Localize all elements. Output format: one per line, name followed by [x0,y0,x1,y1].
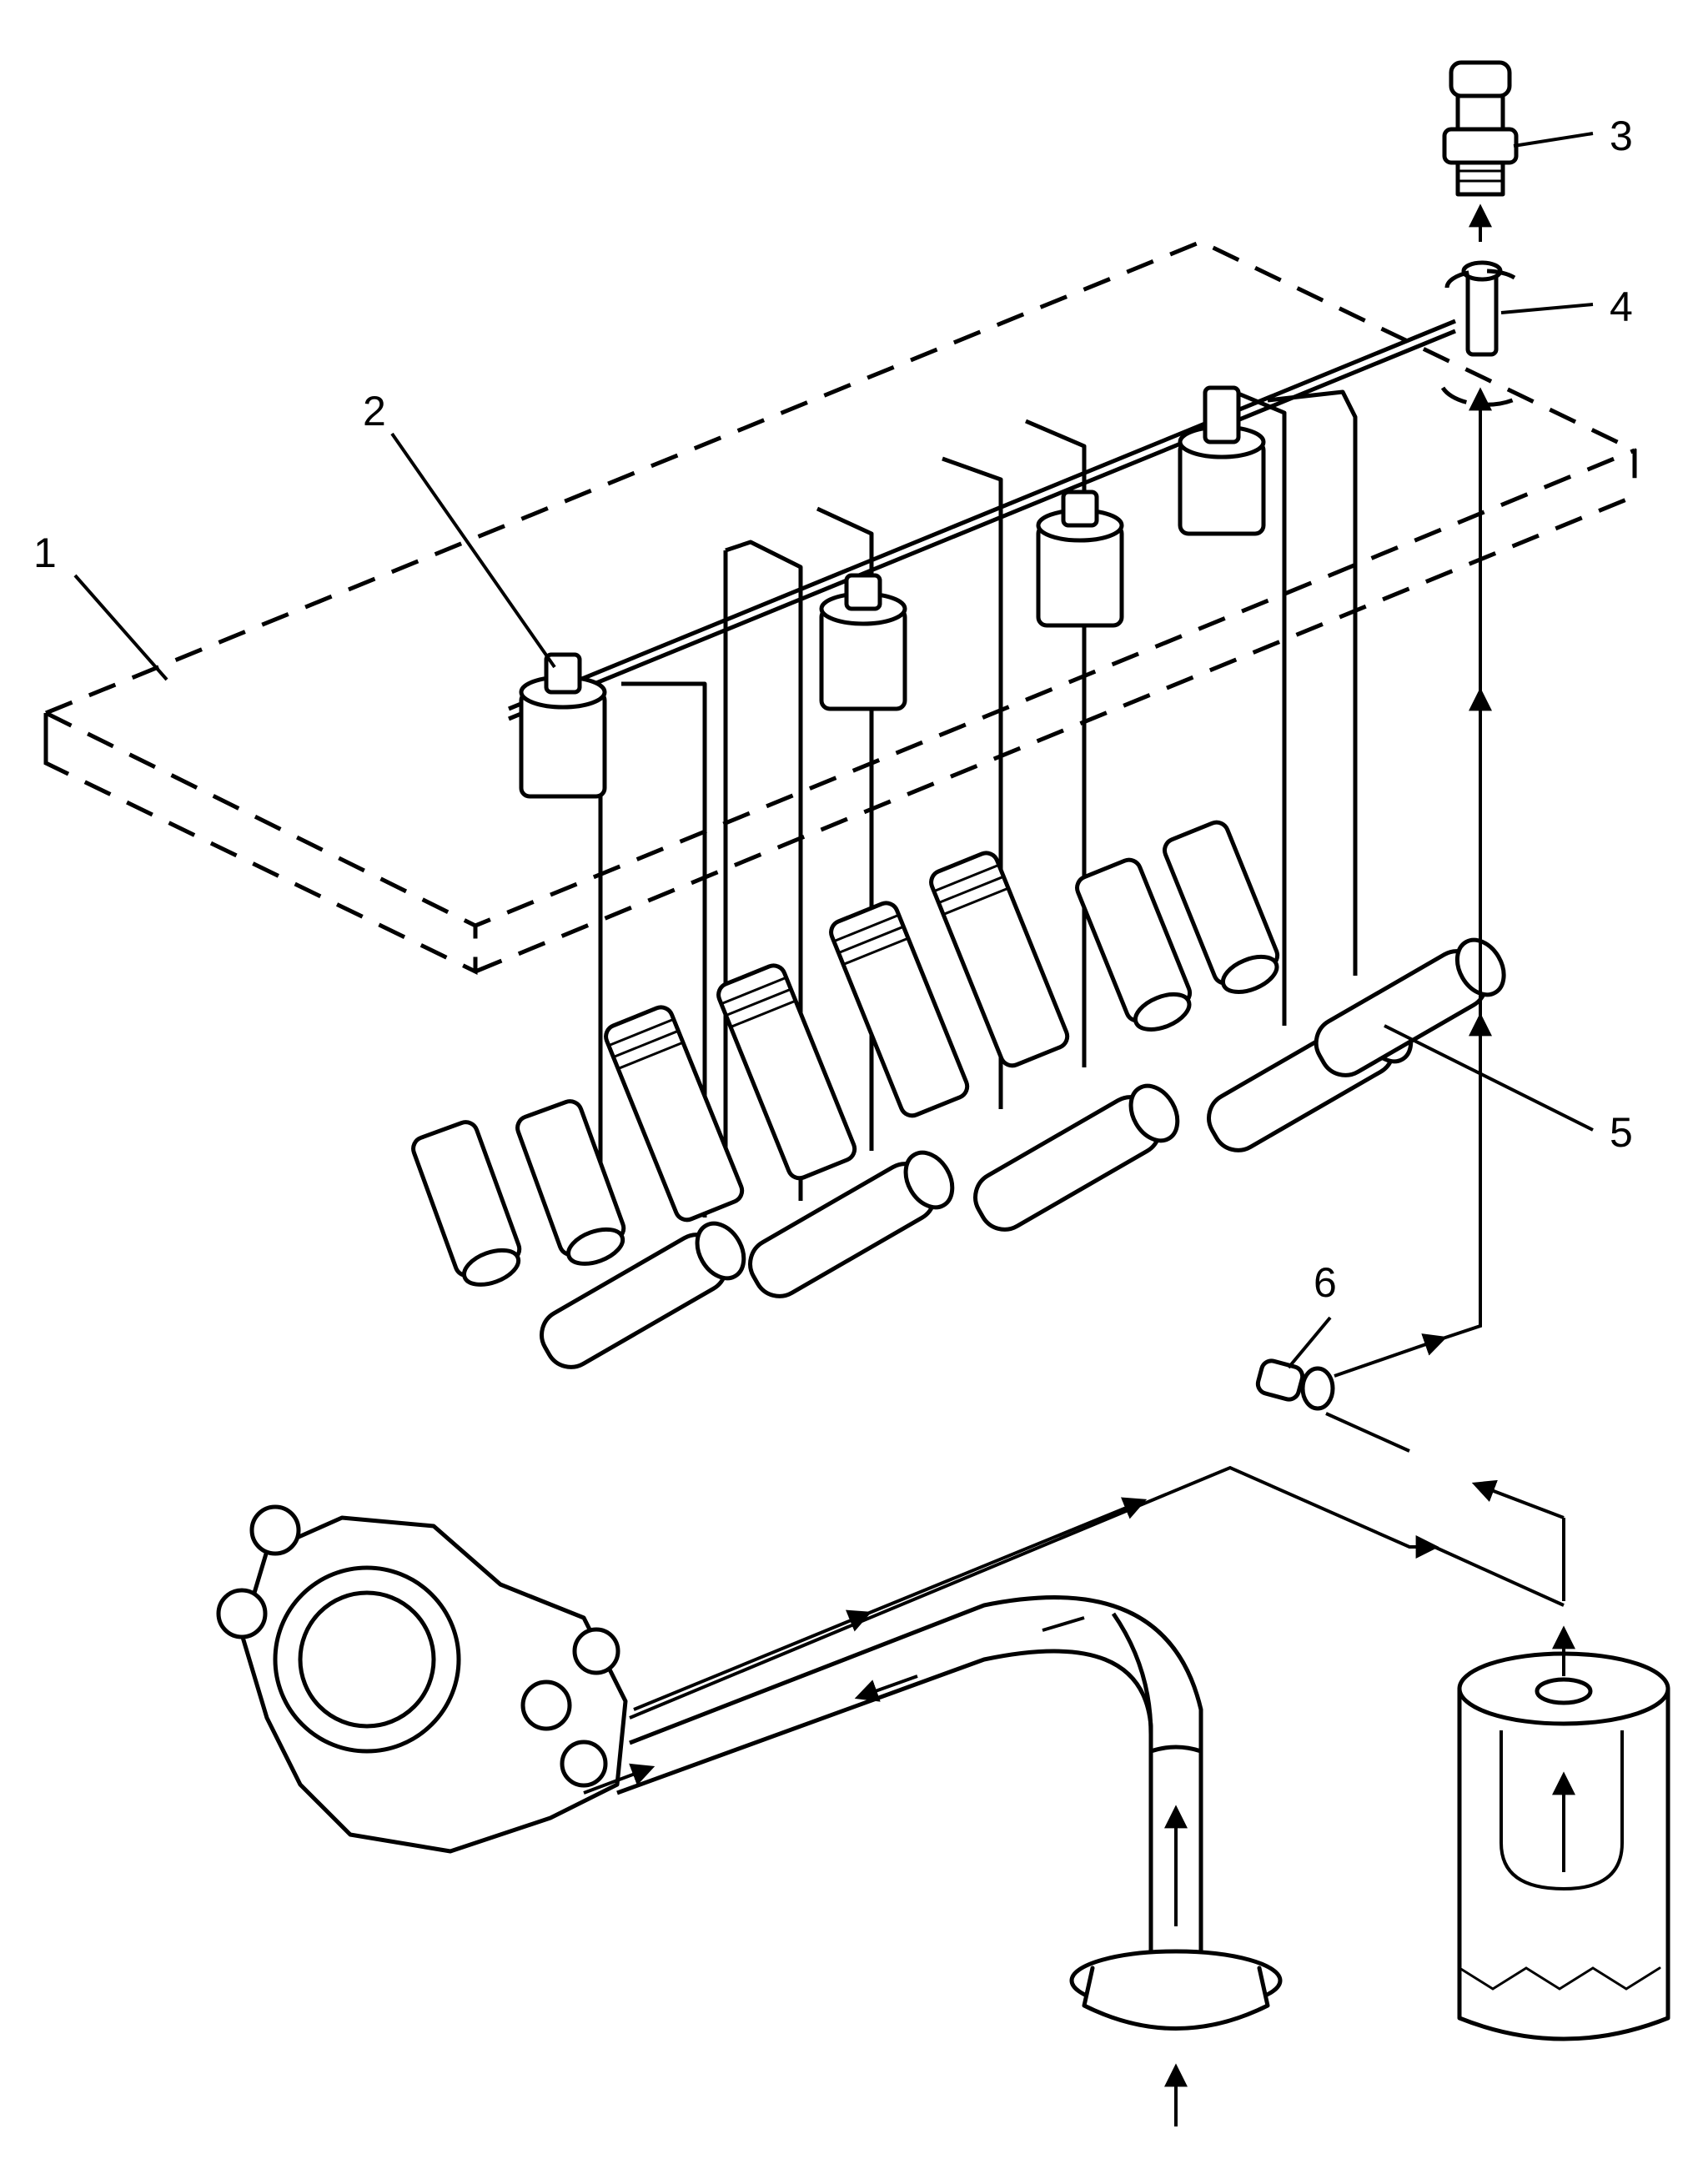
filter-bypass-valve [1255,1358,1335,1411]
oil-gallery-tubes [508,319,1456,1259]
callout-5: 5 [1610,1109,1633,1156]
oil-filter [1457,1625,1670,2041]
callout-1: 1 [33,530,57,576]
valve-lifters [411,820,1280,1287]
oil-flow-arrows [583,203,1565,1795]
callout-3: 3 [1610,113,1633,159]
oil-pressure-sensor [1442,60,1519,197]
oil-screen [1440,260,1528,407]
oil-pickup-tube [616,1595,1283,2126]
oil-pump [216,1504,628,1854]
callout-labels: 1 2 3 4 5 6 [33,113,1633,1306]
callout-6: 6 [1314,1259,1337,1306]
callout-4: 4 [1610,284,1633,330]
engine-block-outline [43,239,1637,975]
callout-leaders [73,132,1594,1369]
callout-2: 2 [363,388,386,434]
solenoid-cylinders [519,385,1266,799]
lower-lifters [540,937,1506,1369]
